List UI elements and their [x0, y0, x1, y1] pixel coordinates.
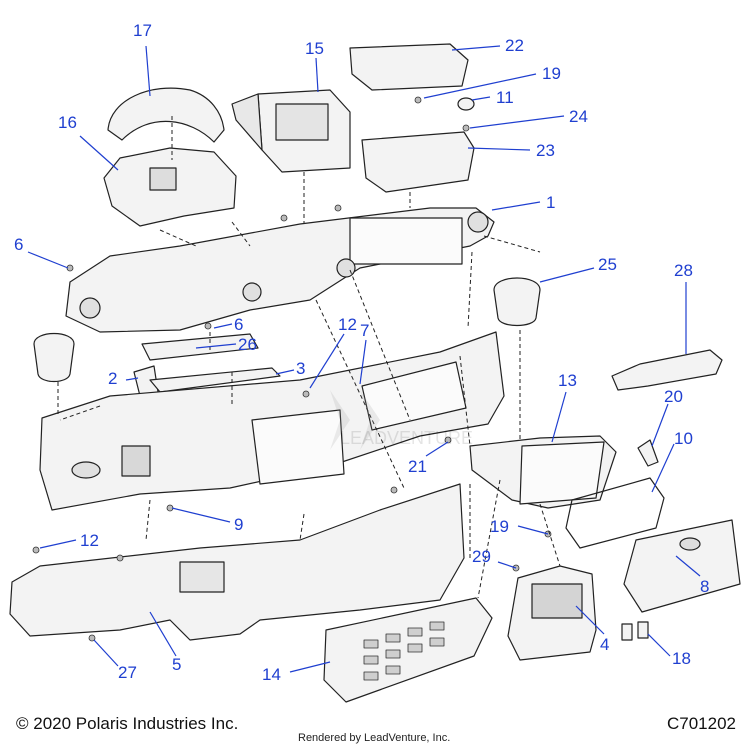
callout-10: 10 — [674, 429, 693, 448]
part-17-instrument-hood — [107, 87, 225, 143]
callout-20: 20 — [664, 387, 683, 406]
callout-1: 1 — [546, 193, 556, 212]
callout-8: 8 — [700, 577, 710, 596]
callout-3: 3 — [296, 359, 306, 378]
callout-4: 4 — [600, 635, 610, 654]
callout-16: 16 — [58, 113, 77, 132]
drawing-number: C701202 — [666, 714, 736, 733]
callout-17: 17 — [133, 21, 152, 40]
bezel-window — [149, 167, 177, 191]
callout-27: 27 — [118, 663, 137, 682]
copyright-notice: © 2020 Polaris Industries Inc. — [16, 714, 239, 733]
rendered-by-credit: Rendered by LeadVenture, Inc. — [298, 732, 451, 744]
callout-9: 9 — [234, 515, 244, 534]
callout-12b: 12 — [80, 531, 99, 550]
part-28-trim — [611, 349, 723, 391]
callout-2: 2 — [108, 369, 118, 388]
part-10-glovebox-seal — [565, 477, 665, 549]
callout-23: 23 — [536, 141, 555, 160]
callout-28: 28 — [674, 261, 693, 280]
callout-22: 22 — [505, 36, 524, 55]
part-25-cup-holder-right — [493, 277, 541, 327]
part-23-storage-bin — [361, 131, 475, 193]
callout-6: 6 — [14, 235, 24, 254]
watermark-logo: LEADVENTURE — [330, 390, 473, 450]
callout-11: 11 — [496, 88, 514, 107]
callout-19b: 19 — [490, 517, 509, 536]
callout-18: 18 — [672, 649, 691, 668]
part-18-clip-b — [637, 621, 649, 639]
part-cup-holder-left — [33, 333, 75, 383]
part-11-knob — [457, 97, 475, 111]
part-20-latch — [637, 439, 659, 467]
part-5-lower-dash — [9, 483, 465, 641]
fastener-group — [32, 96, 552, 642]
callout-29: 29 — [472, 547, 491, 566]
callout-24: 24 — [569, 107, 588, 126]
leader-lines — [27, 45, 701, 673]
part-18-clip-a — [621, 623, 633, 641]
callout-21: 21 — [408, 457, 427, 476]
callout-14: 14 — [262, 665, 281, 684]
callout-5: 5 — [172, 655, 182, 674]
callout-15: 15 — [305, 39, 324, 58]
part-8-glovebox-door — [623, 519, 741, 613]
callout-19: 19 — [542, 64, 561, 83]
callout-13: 13 — [558, 371, 577, 390]
callout-25: 25 — [598, 255, 617, 274]
watermark-text: LEADVENTURE — [340, 428, 473, 448]
callout-6b: 6 — [234, 315, 244, 334]
part-3-bracket — [149, 367, 281, 393]
part-22-storage-lid — [349, 43, 469, 91]
callout-7: 7 — [360, 321, 370, 340]
callout-12: 12 — [338, 315, 357, 334]
callout-26: 26 — [238, 335, 257, 354]
